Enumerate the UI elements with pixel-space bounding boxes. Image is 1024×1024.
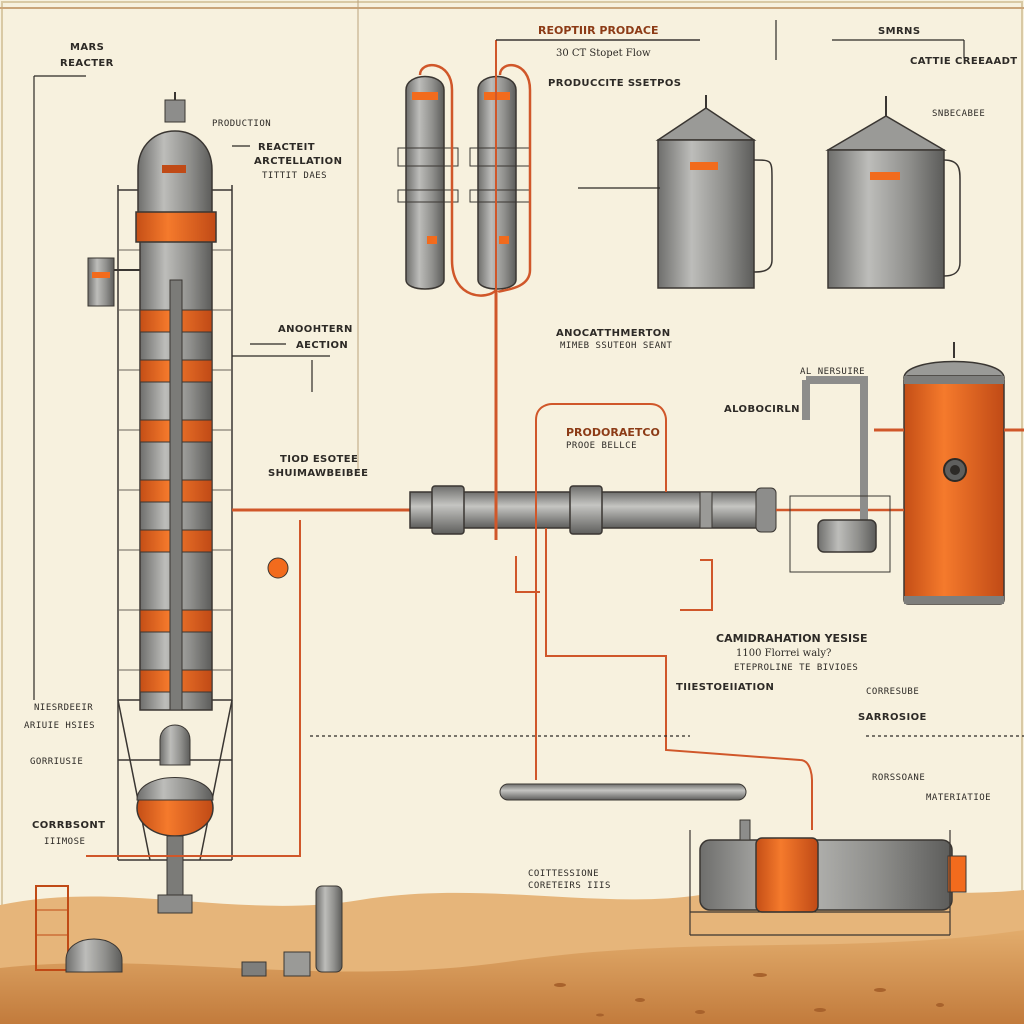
cv-sub-2: ETEPROLINE TE BIVIOES — [734, 663, 858, 673]
leader-lines — [33, 20, 1024, 737]
top-header: REOPTIIR PRODACE — [538, 24, 659, 37]
production-label: PRODUCTION — [212, 119, 271, 129]
right-low-2: RORSSOANE — [872, 773, 925, 783]
sand-pebbles — [554, 973, 944, 1017]
right-low: MATERIATIOE — [926, 793, 991, 803]
right-header: SMRNS — [878, 26, 920, 37]
tag-mid: ANOCATTHMERTON — [556, 328, 670, 339]
left-panel-1: TIOD ESOTEE — [280, 454, 358, 465]
tower-note-3: TITTIT DAES — [262, 171, 327, 181]
anomaly-label-1: ANOOHTERN — [278, 324, 353, 335]
storage-silo-left — [655, 95, 773, 289]
process-title: PRODORAETCO — [566, 426, 660, 439]
production-sub: PRODUCCITE SSETPOS — [548, 78, 681, 89]
bottom-left-1: CORRBSONT — [32, 820, 105, 831]
lower-mid-2: CORRESUBE — [866, 687, 919, 697]
right-note-2: SNBECABEE — [932, 109, 985, 119]
vessel-label: ALOBOCIRLN — [724, 404, 800, 415]
tower-note-2: ARCTELLATION — [254, 156, 342, 167]
left-side-3: GORRIUSIE — [30, 757, 83, 767]
main-reactor-tower — [87, 92, 233, 914]
spare-left-2: CORETEIRS IIIS — [528, 881, 611, 891]
spare-left: COITTESSIONE — [528, 869, 599, 879]
tower-note-1: REACTEIT — [258, 142, 315, 153]
cv-title: CAMIDRAHATION YESISE — [716, 632, 868, 645]
right-note-1: CATTIE CREEAADT — [910, 56, 1018, 67]
processing-plant — [499, 783, 967, 936]
process-sub: PROOE BELLCE — [566, 441, 637, 451]
bottom-left-2: IIIMOSE — [44, 837, 85, 847]
process-loop-lines — [86, 403, 813, 857]
mars-title: MARS — [70, 42, 104, 53]
cv-sub: 1100 Florrei waly? — [736, 648, 831, 659]
storage-silo-right — [825, 96, 961, 289]
ground-structures-left — [35, 885, 343, 977]
flow-label: 30 CT Stopet Flow — [556, 48, 651, 59]
anomaly-label-2: AECTION — [296, 340, 348, 351]
right-mid: SARROSIOE — [858, 712, 927, 723]
tag-mid-2: MIMEB SSUTEOH SEANT — [560, 341, 673, 351]
twin-distillation-columns — [397, 39, 700, 297]
left-panel-2: SHUIMAWBEIBEE — [268, 468, 368, 479]
lower-mid-1: TIIESTOEIIATION — [676, 682, 774, 693]
mars-subtitle: REACTER — [60, 58, 114, 69]
main-horizontal-pipeline — [232, 290, 904, 540]
desert-ground — [0, 930, 1024, 1024]
left-side-2: ARIUIE HSIES — [24, 721, 95, 731]
valve-assembly — [267, 376, 891, 579]
orange-storage-tank — [874, 342, 1024, 605]
left-side-1: NIESRDEEIR — [34, 703, 93, 713]
right-tag: AL NERSUIRE — [800, 367, 865, 377]
